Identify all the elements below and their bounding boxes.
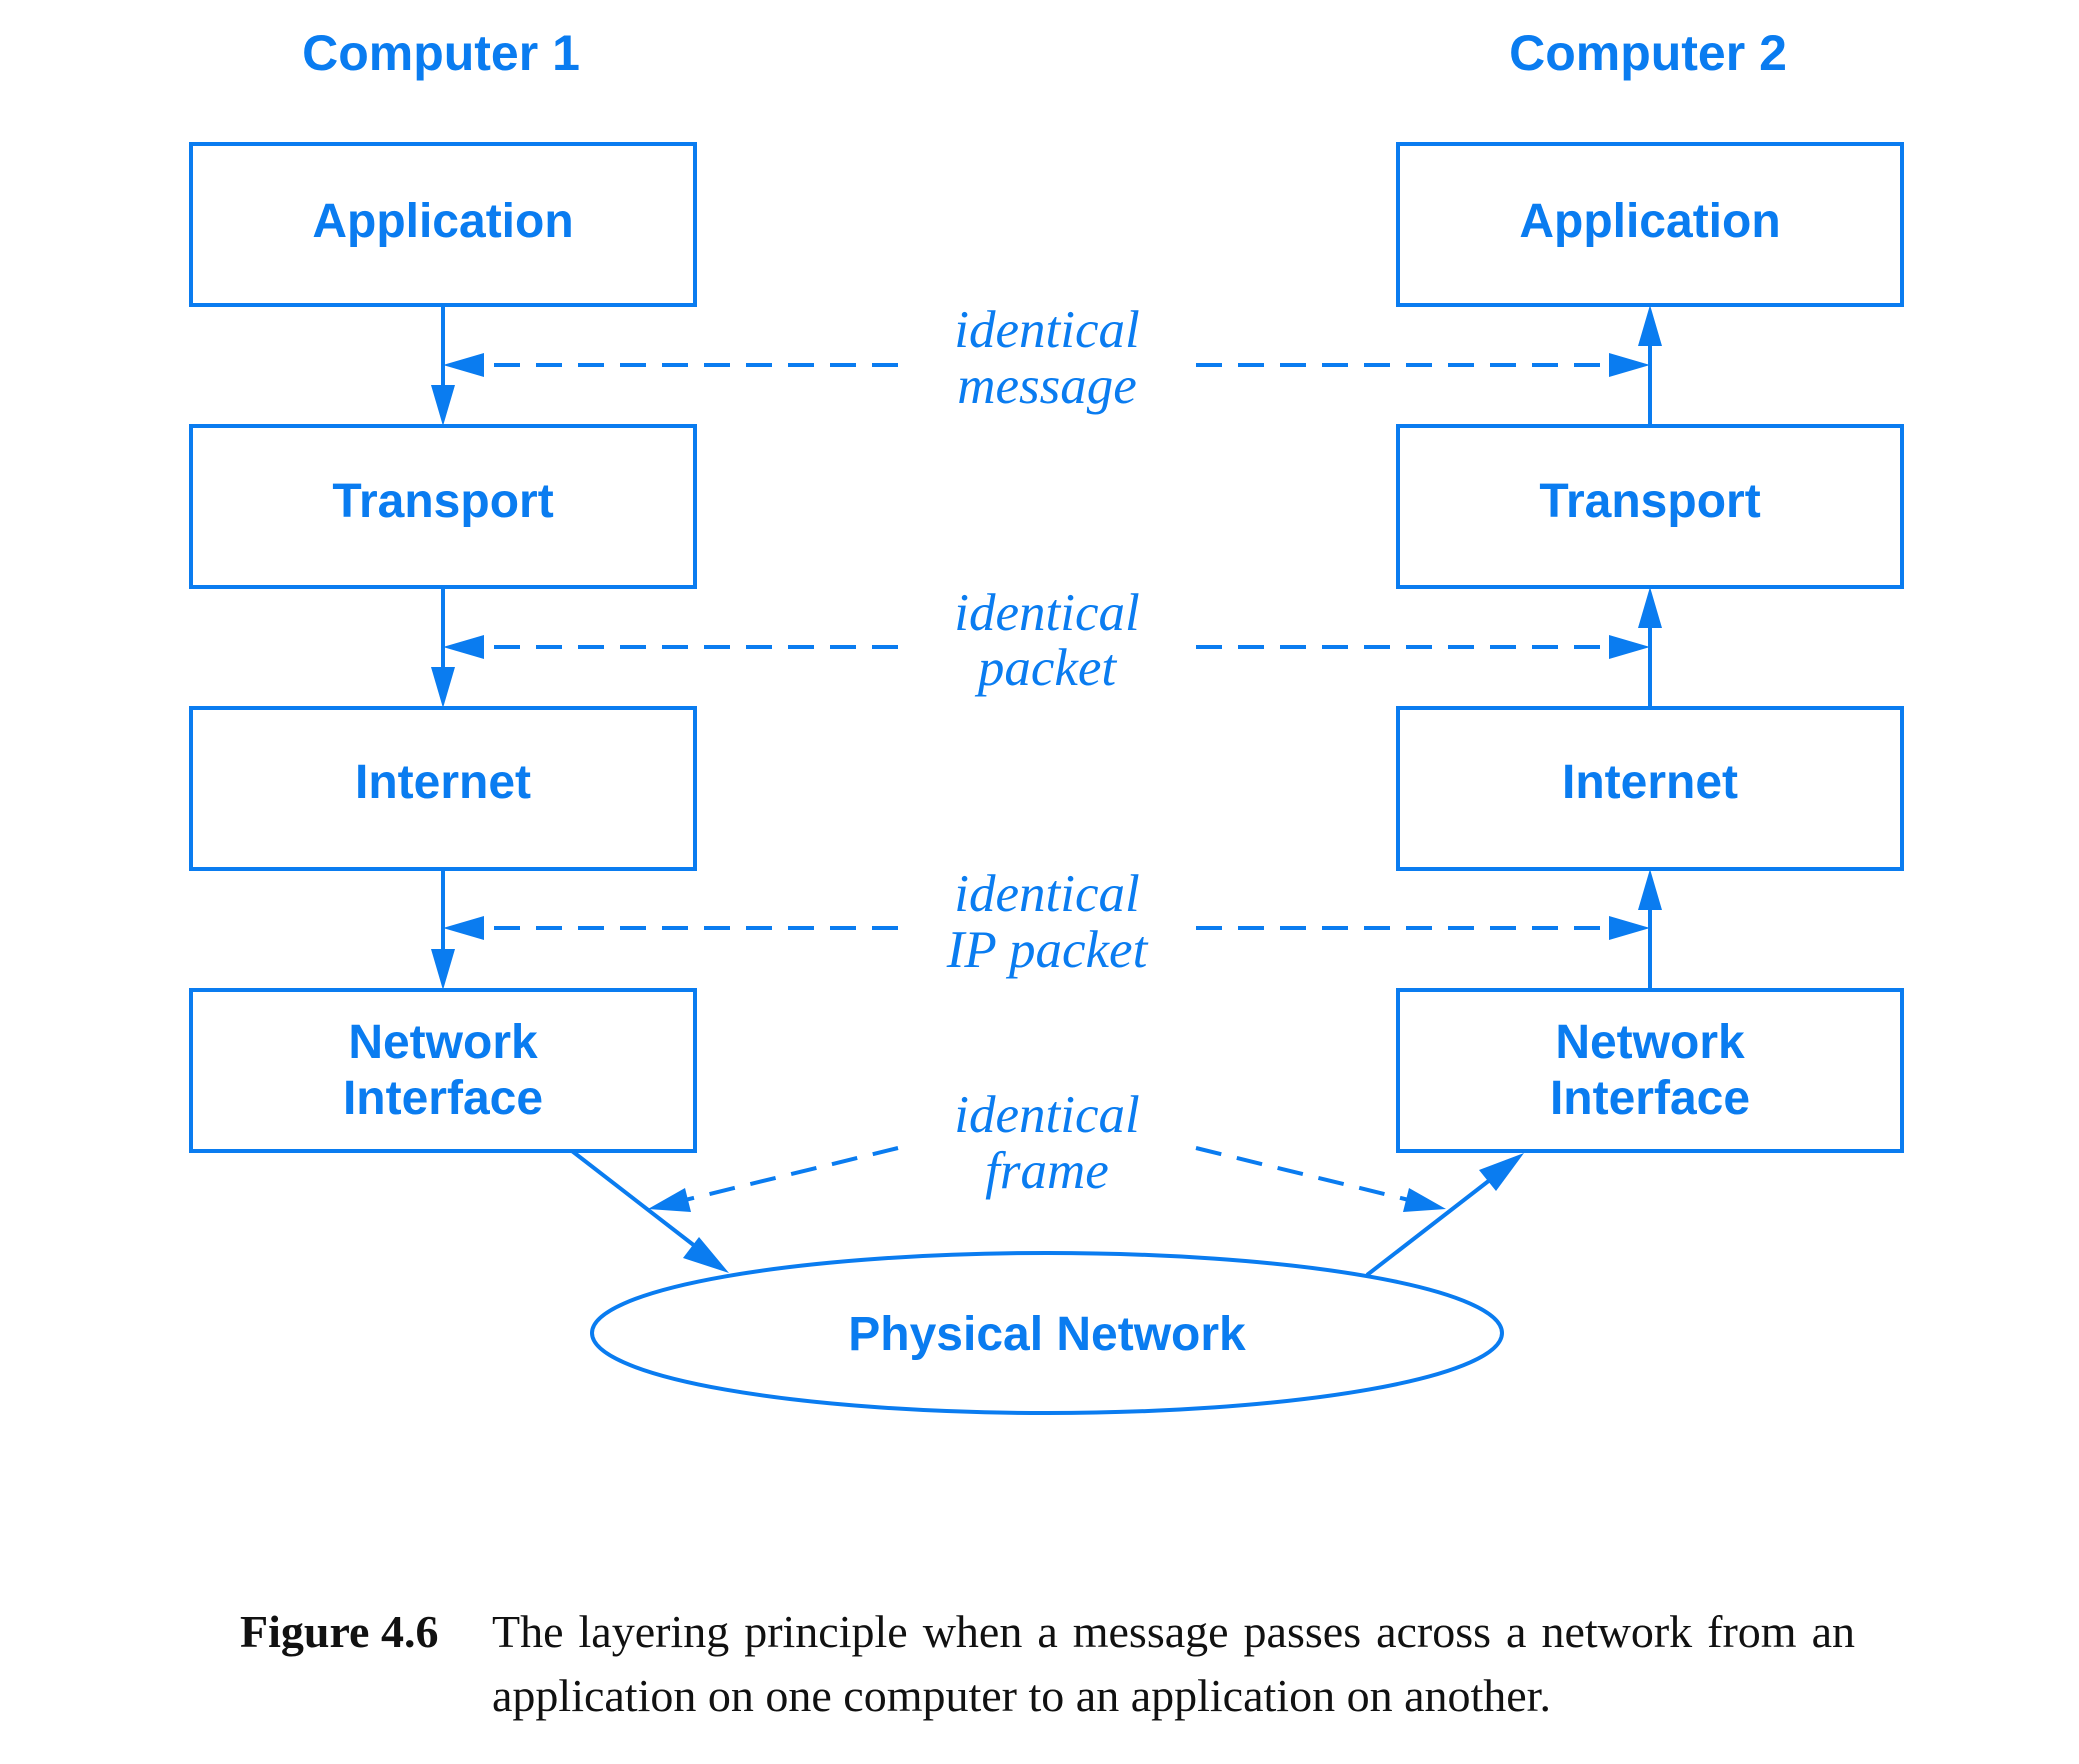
c1-transport-label: Transport: [332, 475, 553, 528]
computer-1-stack: Application Transport Internet Network I…: [189, 142, 697, 1153]
computer-2-stack: Application Transport Internet Network I…: [1396, 142, 1904, 1153]
frame-arrows: [570, 1149, 1524, 1277]
identical-ip-packet-line2: IP packet: [946, 921, 1149, 979]
c1-network-interface-label-line2: Interface: [343, 1072, 543, 1125]
c2-up-arrowhead-3: [1638, 869, 1662, 910]
computer-2-title: Computer 2: [1509, 25, 1787, 81]
c2-transport-label: Transport: [1539, 475, 1760, 528]
frame-up-arrowhead: [1479, 1153, 1524, 1191]
c2-up-arrows: [1638, 305, 1662, 990]
frame-down-arrowhead: [683, 1237, 729, 1273]
identical-connectors: [443, 353, 1650, 1212]
identical-frame-line2: frame: [985, 1142, 1109, 1200]
identical-ip-packet-line1: identical: [954, 865, 1139, 923]
c2-up-arrowhead-1: [1638, 305, 1662, 346]
c2-internet-label: Internet: [1562, 756, 1738, 809]
c1-down-arrowhead-3: [431, 949, 455, 990]
identical-message-line1: identical: [954, 301, 1139, 359]
physical-network-label: Physical Network: [848, 1308, 1246, 1361]
c1-internet-label: Internet: [355, 756, 531, 809]
c1-down-arrows: [431, 305, 455, 990]
figure-caption-text: The layering principle when a message pa…: [492, 1606, 1855, 1721]
c1-network-interface-box: [189, 988, 697, 1153]
c1-application-label: Application: [312, 195, 573, 248]
c1-down-arrowhead-2: [431, 667, 455, 708]
identical-message-line2: message: [957, 357, 1137, 415]
physical-network-ellipse: [590, 1251, 1504, 1415]
identical-labels: identical message identical packet ident…: [946, 301, 1149, 1200]
identical-frame-line1: identical: [954, 1086, 1139, 1144]
identical-packet-line2: packet: [974, 639, 1118, 697]
figure-caption: Figure 4.6 The layering principle when a…: [240, 1600, 1855, 1728]
c2-transport-box: [1396, 424, 1904, 589]
c1-network-interface-label-line1: Network: [348, 1016, 538, 1069]
c2-application-label: Application: [1519, 195, 1780, 248]
c2-internet-box: [1396, 706, 1904, 871]
identical-packet-line1: identical: [954, 584, 1139, 642]
c2-up-arrowhead-2: [1638, 587, 1662, 628]
computer-1-title: Computer 1: [302, 25, 580, 81]
figure-number: Figure 4.6: [240, 1606, 439, 1657]
c2-network-interface-label-line2: Interface: [1550, 1072, 1750, 1125]
c1-application-box: [189, 142, 697, 307]
c2-network-interface-box: [1396, 988, 1904, 1153]
c1-internet-box: [189, 706, 697, 871]
c2-network-interface-label-line1: Network: [1555, 1016, 1745, 1069]
c1-down-arrowhead-1: [431, 385, 455, 426]
